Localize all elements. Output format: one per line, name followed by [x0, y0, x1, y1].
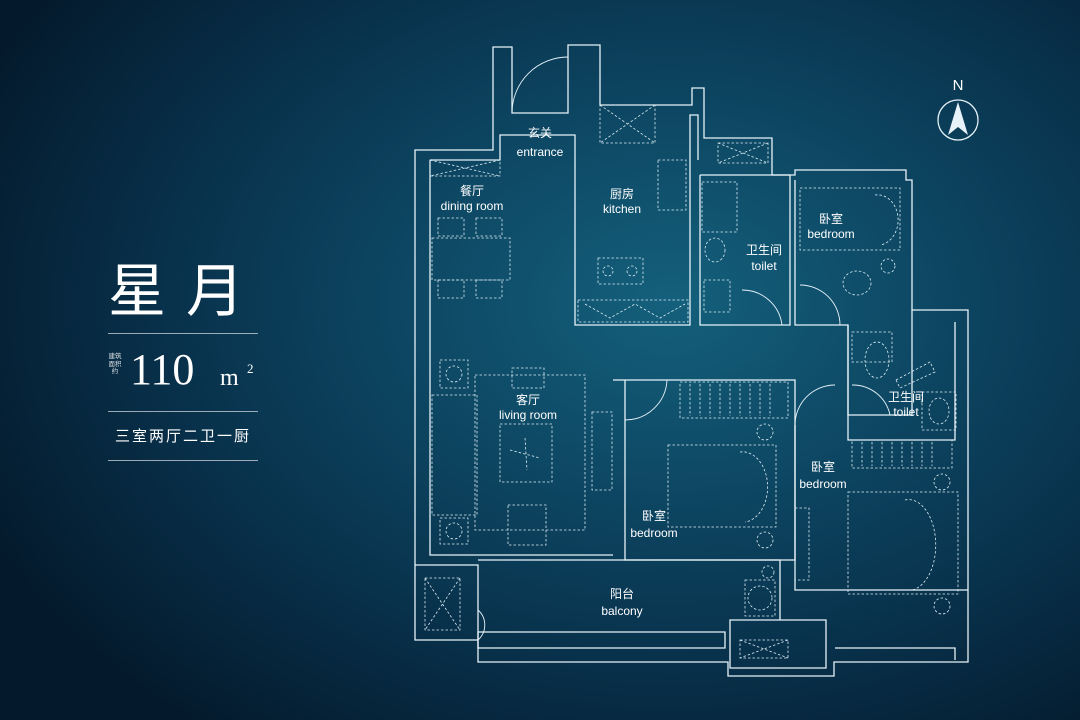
north-compass: N: [937, 77, 979, 141]
kitchen-label-en: kitchen: [603, 202, 641, 216]
living-label-en: living room: [499, 408, 557, 422]
entrance-label-zh: 玄关: [528, 125, 552, 140]
title-divider-middle: [108, 411, 258, 412]
bedroom2-label-en: bedroom: [630, 526, 677, 540]
room-labels: 玄关 entrance 餐厅 dining room 厨房 kitchen 卫生…: [441, 125, 924, 618]
toilet2-label-zh: 卫生间: [888, 390, 924, 404]
title-divider-top: [108, 333, 258, 334]
toilet1-label-en: toilet: [751, 259, 777, 273]
bedroom3-label-en: bedroom: [799, 477, 846, 491]
toilet2-label-en: toilet: [893, 405, 919, 419]
area-unit-exponent: 2: [247, 361, 254, 376]
balcony-label-zh: 阳台: [610, 586, 634, 601]
toilet1-label-zh: 卫生间: [746, 243, 782, 257]
kitchen-label-zh: 厨房: [610, 186, 634, 201]
title-divider-bottom: [108, 460, 258, 461]
entrance-label-en: entrance: [517, 145, 564, 159]
living-label-zh: 客厅: [516, 392, 540, 407]
door-swings: [477, 56, 891, 641]
area-caption: 建筑面积约: [108, 353, 122, 375]
bedroom2-label-zh: 卧室: [642, 508, 666, 523]
area-value: 110: [130, 345, 195, 394]
compass-letter: N: [953, 77, 964, 94]
balcony-label-en: balcony: [601, 604, 642, 618]
project-name: 星月: [108, 257, 265, 325]
compass-arrow-icon: [948, 102, 968, 135]
compass-ring: [937, 99, 979, 141]
bedroom1-label-en: bedroom: [807, 227, 854, 241]
bedroom1-label-zh: 卧室: [819, 211, 843, 226]
dining-label-en: dining room: [441, 199, 504, 213]
bedroom3-label-zh: 卧室: [811, 459, 835, 474]
furniture: [424, 104, 959, 659]
area-unit: m: [220, 365, 239, 391]
dining-label-zh: 餐厅: [460, 183, 484, 198]
layout-description: 三室两厅二卫一厨: [114, 428, 251, 445]
exterior-walls: [414, 44, 969, 677]
